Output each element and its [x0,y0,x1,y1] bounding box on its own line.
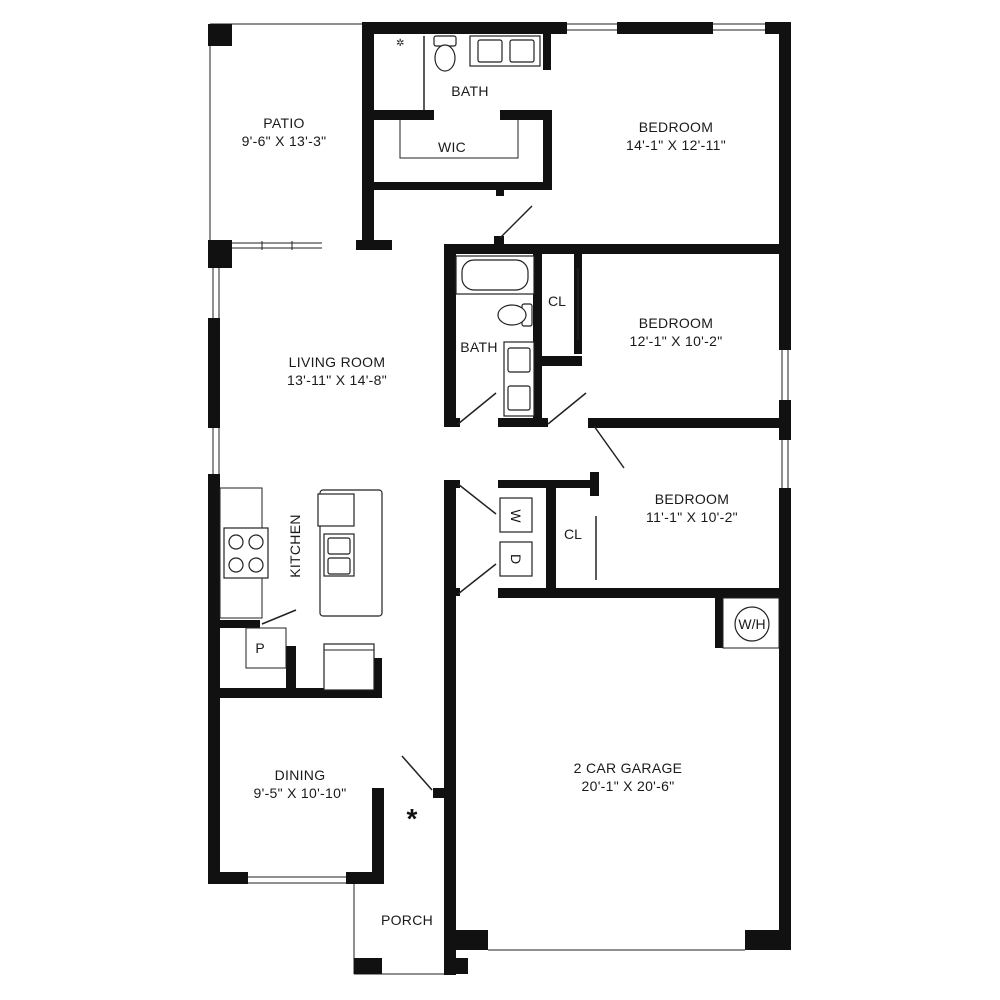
bedroom-2-label: BEDROOM [639,315,713,331]
stove-icon [223,527,269,579]
water-heater-label: W/H [738,616,765,632]
washer-label: W [508,509,524,523]
bedroom-3-dims: 11'-1" X 10'-2" [646,509,738,525]
dryer-icon [499,541,533,577]
kitchen-label: KITCHEN [287,514,303,578]
master-toilet-icon [433,35,457,72]
room-labels: PATIO 9'-6" X 13'-3" BATH WIC BEDROOM 14… [242,83,766,928]
patio-dims: 9'-6" X 13'-3" [242,133,327,149]
refrigerator-icon [323,643,375,691]
master-bedroom-dims: 14'-1" X 12'-11" [626,137,726,153]
bedroom-2-dims: 12'-1" X 10'-2" [630,333,723,349]
washer-icon [499,497,533,533]
pantry-label: P [255,640,264,656]
water-heater-icon [734,606,770,642]
master-bedroom-label: BEDROOM [639,119,713,135]
pantry-outline [245,627,287,669]
sink-icon [327,537,351,575]
dining-dims: 9'-5" X 10'-10" [254,785,347,801]
dryer-label: D [508,554,524,564]
bedroom-3-label: BEDROOM [655,491,729,507]
thin-outlines [209,23,789,975]
living-room-label: LIVING ROOM [289,354,386,370]
garage-label: 2 CAR GARAGE [574,760,683,776]
entry-marker: * [407,803,418,834]
fixtures: ✲ [219,35,780,691]
master-bath-label: BATH [451,83,489,99]
hall-toilet-icon [497,303,533,327]
porch-label: PORCH [381,912,433,928]
hall-bath-label: BATH [460,339,498,355]
living-room-dims: 13'-11" X 14'-8" [287,372,387,388]
bathtub-icon [455,255,535,295]
garage-dims: 20'-1" X 20'-6" [582,778,675,794]
wic-shelf [399,120,519,159]
closet-2-label: CL [548,293,566,309]
water-heater-closet [722,597,780,649]
walls [208,22,791,975]
dining-label: DINING [275,767,326,783]
doors [261,36,625,791]
closet-3-label: CL [564,526,582,542]
shower-head-icon: ✲ [396,38,404,49]
patio-label: PATIO [263,115,304,131]
wic-label: WIC [438,139,466,155]
master-double-vanity-icon [469,35,541,67]
hall-vanity-icon [503,341,535,417]
